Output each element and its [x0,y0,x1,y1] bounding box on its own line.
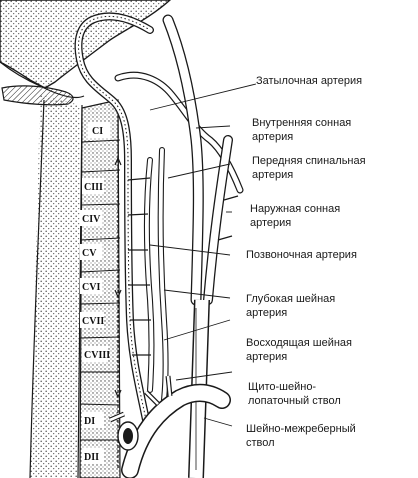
label-line: артерия [252,169,293,181]
vertebral-column [79,99,121,478]
label-line: Щито-шейно- [248,381,316,393]
internal-carotid-artery [162,14,204,306]
leader-line [167,163,231,179]
label-line: Позвоночная артерия [246,249,357,261]
label-line: артерия [252,131,293,143]
label-thyrocervical: Щито-шейно- лопаточный ствол [248,381,341,407]
label-deep-cervical: Глубокая шейная артерия [246,293,335,319]
label-line: Глубокая шейная [246,293,335,305]
leader-line [149,244,231,256]
deep-cervical-artery [127,147,169,403]
label-line: ствол [246,437,275,449]
label-line: артерия [246,351,287,363]
label-ascending-cervical: Восходящая шейная артерия [246,337,352,363]
skull-base [0,0,172,99]
label-vertebral: Позвоночная артерия [246,249,357,261]
label-line: лопаточный ствол [248,395,341,407]
segment-labels: CI CIII CIV CV CVI CVII CVIII DI DII [82,126,110,463]
leader-line [163,319,231,341]
subclavian-trunks [109,375,231,478]
label-line: артерия [250,217,291,229]
label-internal-carotid: Внутренняя сонная артерия [252,117,351,143]
vertebral-artery [74,12,154,424]
segment-label: DII [84,452,99,463]
label-line: Наружная сонная [250,203,340,215]
leader-line [203,417,233,427]
segment-label: CV [82,248,97,259]
label-occipital-artery: Затылочная артерия [256,75,362,87]
label-line: Передняя спинальная [252,155,366,167]
label-anterior-spinal: Передняя спинальная артерия [252,155,366,181]
label-line: Восходящая шейная [246,337,352,349]
segment-label: CI [92,126,103,137]
segment-label: DI [84,416,95,427]
segment-label: CVI [82,282,100,293]
label-line: Затылочная артерия [256,75,362,87]
label-line: Внутренняя сонная [252,117,351,129]
leader-line [195,125,231,129]
segment-label: CVIII [84,350,110,361]
anterior-spinal-artery [114,110,122,470]
label-line: артерия [246,307,287,319]
segment-label: CIV [82,214,101,225]
segment-label: CIII [84,182,103,193]
leader-line [163,289,231,299]
external-carotid-artery [203,135,239,305]
spinal-cord [29,95,83,478]
leader-lines [149,83,257,427]
label-costocervical: Шейно-межреберный ствол [246,423,356,449]
leader-line [149,83,257,111]
segment-label: CVII [82,316,104,327]
label-external-carotid: Наружная сонная артерия [250,203,340,229]
leader-line [175,371,233,381]
label-line: Шейно-межреберный [246,423,356,435]
